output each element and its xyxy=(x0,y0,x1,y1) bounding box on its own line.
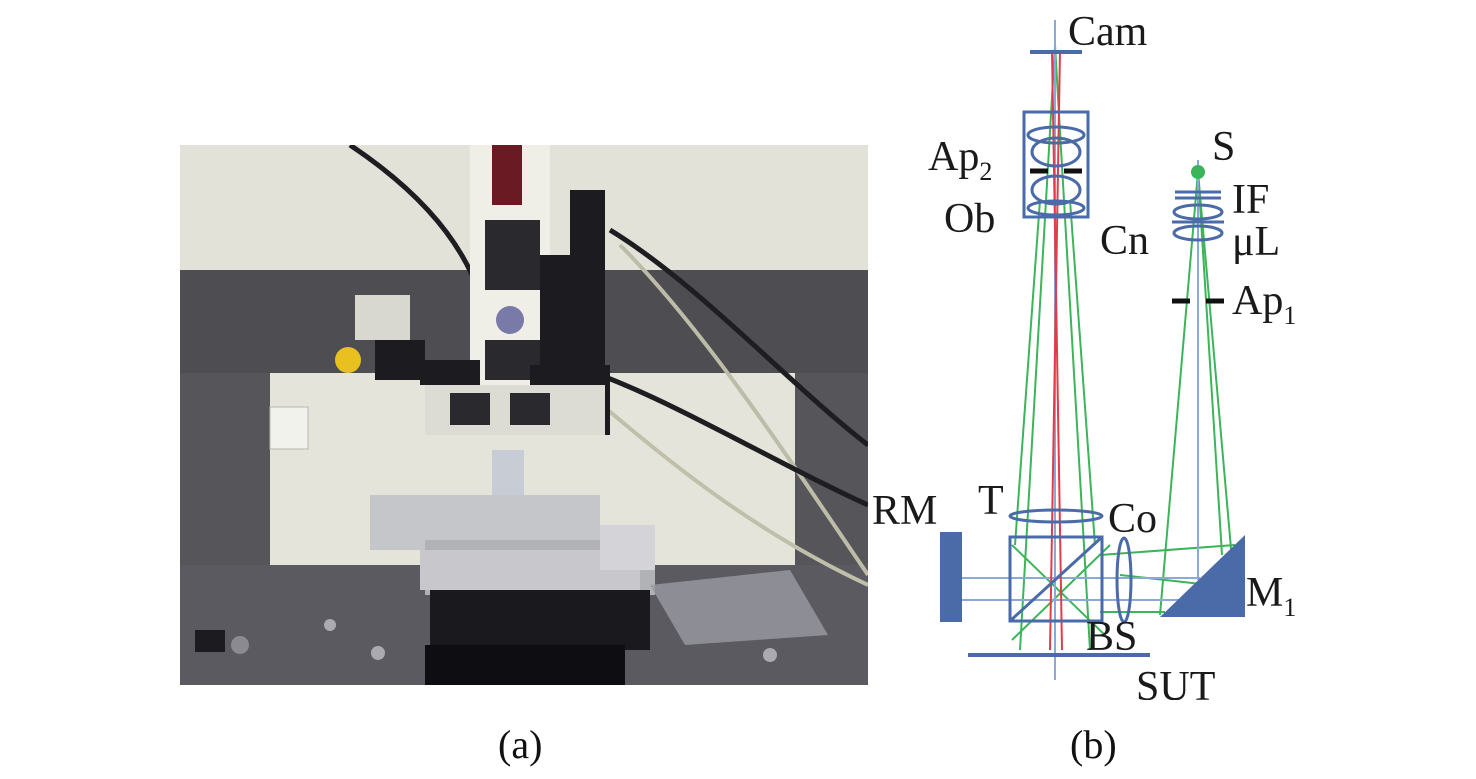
label-ap2: Ap2 xyxy=(928,134,992,186)
label-ob: Ob xyxy=(944,196,995,242)
label-sut: SUT xyxy=(1136,664,1215,700)
instrument-photo xyxy=(180,142,870,685)
caption-panel-a: (a) xyxy=(498,722,543,767)
label-t: T xyxy=(978,478,1004,524)
label-cn: Cn xyxy=(1100,218,1149,264)
green-ray-bundle xyxy=(1011,44,1236,651)
folding-mirror-m1 xyxy=(1160,535,1245,617)
label-cam: Cam xyxy=(1068,9,1148,55)
condenser-lens-group xyxy=(1172,190,1224,242)
objective-lens-group xyxy=(1022,110,1090,219)
optical-schematic: Cam Ap2 Ob S IF Cn μL Ap1 RM T Co M1 BS … xyxy=(872,9,1296,700)
label-if: IF xyxy=(1232,177,1269,223)
light-source xyxy=(1191,165,1205,179)
instrument-photo-illustration xyxy=(180,142,870,685)
collimator-lens xyxy=(1115,536,1133,624)
label-ul: μL xyxy=(1232,219,1280,265)
label-ap1: Ap1 xyxy=(1232,278,1296,330)
label-s: S xyxy=(1212,124,1235,170)
label-bs: BS xyxy=(1086,614,1137,660)
caption-panel-b: (b) xyxy=(1070,722,1117,767)
label-rm: RM xyxy=(872,488,937,534)
beam-splitter xyxy=(1008,535,1104,623)
label-m1: M1 xyxy=(1246,570,1296,622)
red-ray-bundle xyxy=(1049,49,1063,651)
reference-mirror xyxy=(940,532,962,622)
tube-lens xyxy=(1008,508,1104,524)
label-co: Co xyxy=(1108,496,1157,542)
